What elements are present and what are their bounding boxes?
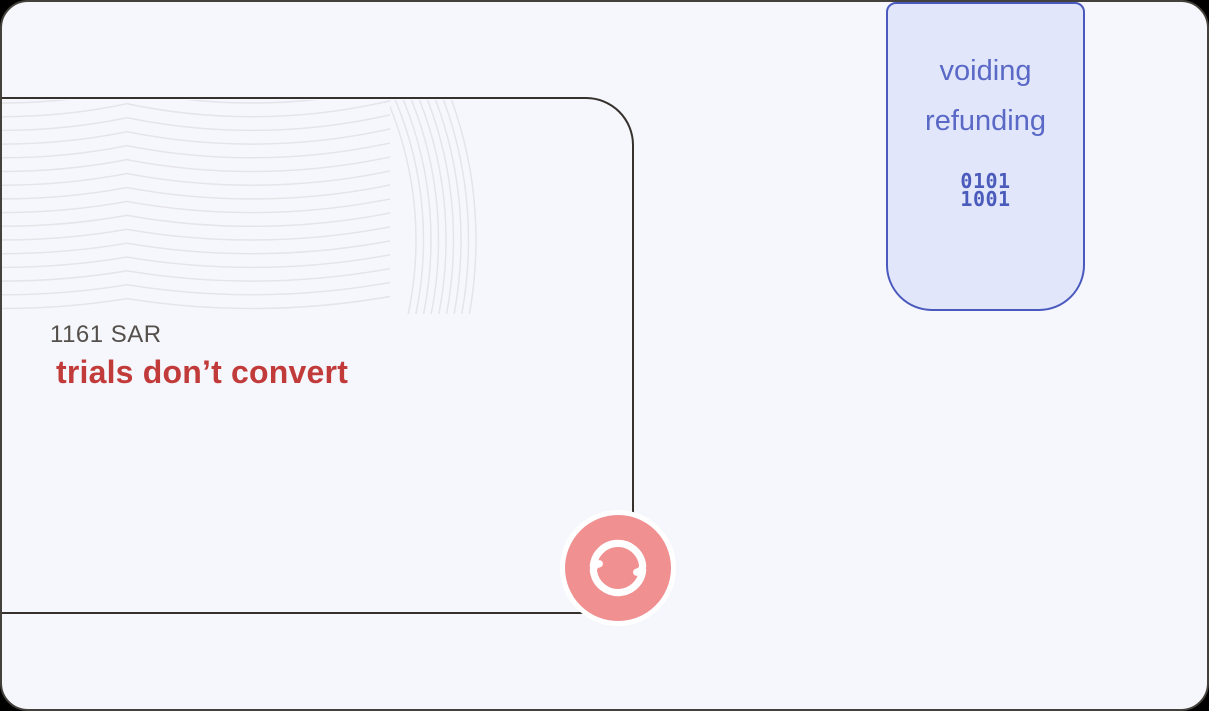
metric-card[interactable]: 1161 SAR trials don’t convert <box>2 97 634 614</box>
metric-amount: 1161 SAR <box>50 321 162 348</box>
metric-title: trials don’t convert <box>56 354 349 390</box>
binary-line-1: 0101 <box>960 169 1011 193</box>
binary-line-2: 1001 <box>960 187 1011 211</box>
tag-label-refunding: refunding <box>925 105 1046 137</box>
refresh-button[interactable] <box>560 510 676 626</box>
refresh-button-disc <box>565 515 671 621</box>
tag-pill[interactable]: voiding refunding 0101 1001 <box>886 2 1085 311</box>
binary-code: 0101 1001 <box>888 169 1083 211</box>
tag-label-voiding: voiding <box>939 55 1032 87</box>
refresh-icon <box>589 539 647 597</box>
ripple-pattern <box>2 100 477 314</box>
